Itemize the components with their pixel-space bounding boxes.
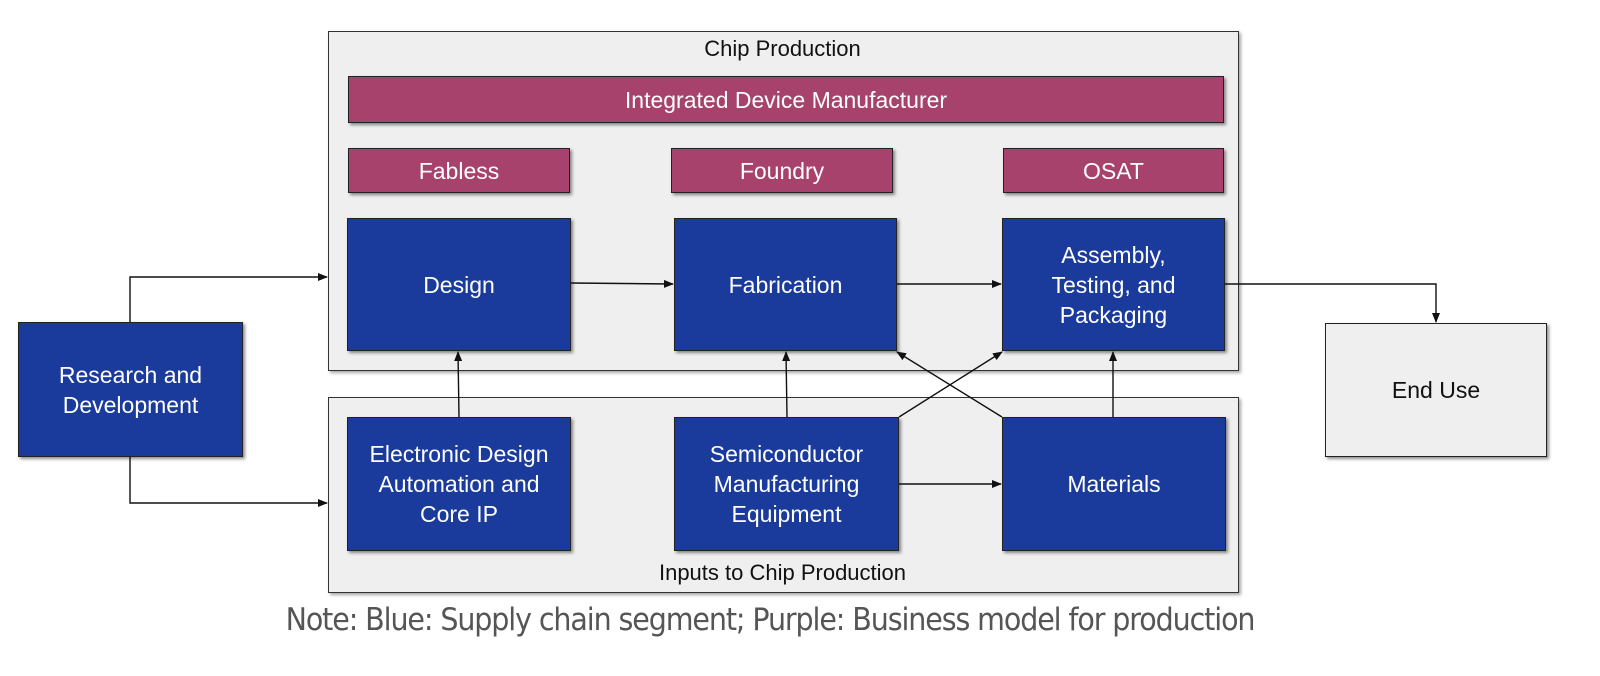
- atp-box: Assembly, Testing, and Packaging: [1002, 218, 1225, 351]
- sme-box: Semiconductor Manufacturing Equipment: [674, 417, 899, 551]
- inputs-title: Inputs to Chip Production: [658, 560, 907, 585]
- chip-production-title: Chip Production: [704, 36, 861, 61]
- arrow-rnd-to-design: [129, 273, 328, 322]
- arrow-rnd-to-eda: [129, 457, 328, 507]
- arrow-design-to-fabrication: [570, 279, 674, 288]
- idm-box: Integrated Device Manufacturer: [348, 76, 1224, 123]
- arrow-sme-to-fabrication: [782, 351, 791, 418]
- arrow-eda-to-design: [454, 351, 463, 418]
- arrow-materials-to-fabrication: [896, 351, 1003, 418]
- end-use-box: End Use: [1325, 323, 1547, 457]
- osat-box: OSAT: [1003, 148, 1224, 193]
- legend-note: Note: Blue: Supply chain segment; Purple…: [285, 602, 1256, 638]
- fabrication-box: Fabrication: [674, 218, 897, 351]
- foundry-box: Foundry: [671, 148, 893, 193]
- arrow-atp-to-end-use: [1225, 283, 1440, 323]
- materials-box: Materials: [1002, 417, 1226, 551]
- eda-box: Electronic Design Automation and Core IP: [347, 417, 571, 551]
- fabless-box: Fabless: [348, 148, 570, 193]
- design-box: Design: [347, 218, 571, 351]
- rnd-box: Research and Development: [18, 322, 243, 457]
